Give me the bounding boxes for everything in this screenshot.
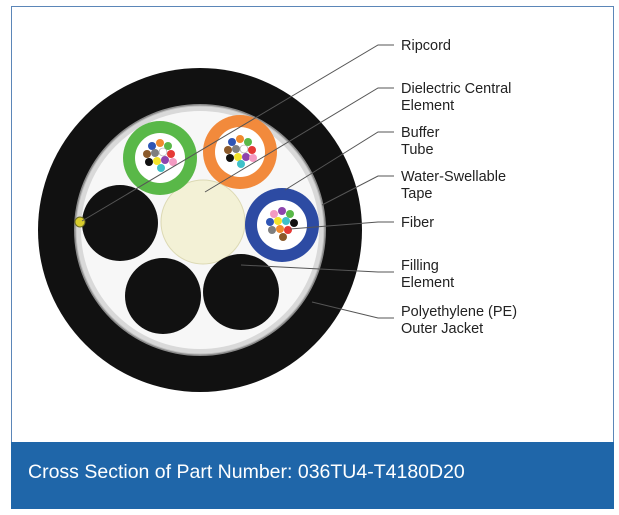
fiber-bundle [143,139,177,172]
fiber-label: Fiber [401,215,434,231]
filling-element-leader [240,264,394,273]
buffer-tube-blue [245,188,319,262]
water-swellable-tape-label: Water-Swellable Tape [401,169,510,202]
buffer-tube-orange [203,115,277,189]
buffer-tube-leader [284,131,394,191]
filling-element [125,258,201,334]
ripcord [74,216,86,228]
dielectric-leader [204,87,394,193]
buffer-tube-green [123,121,197,195]
fiber-bundle [266,207,298,241]
dielectric-central-element [160,179,246,265]
outer-jacket-label: Polyethylene (PE) Outer Jacket [401,304,521,337]
outer-jacket-leader [311,301,394,319]
fiber-leader [289,221,394,230]
ripcord-leader [81,44,394,222]
buffer-tube-label: Buffer Tube [401,125,443,158]
filling-element [203,254,279,330]
dielectric-central-element-label: Dielectric Central Element [401,81,515,114]
caption: Cross Section of Part Number: 036TU4-T41… [28,461,465,483]
filling-element-label: Filling Element [401,258,454,291]
filling-element [82,185,158,261]
ripcord-label: Ripcord [401,38,451,54]
leader-lines [81,44,394,319]
water-tape-leader [321,175,394,206]
fiber-bundle [224,135,257,168]
caption-bar [11,442,614,509]
